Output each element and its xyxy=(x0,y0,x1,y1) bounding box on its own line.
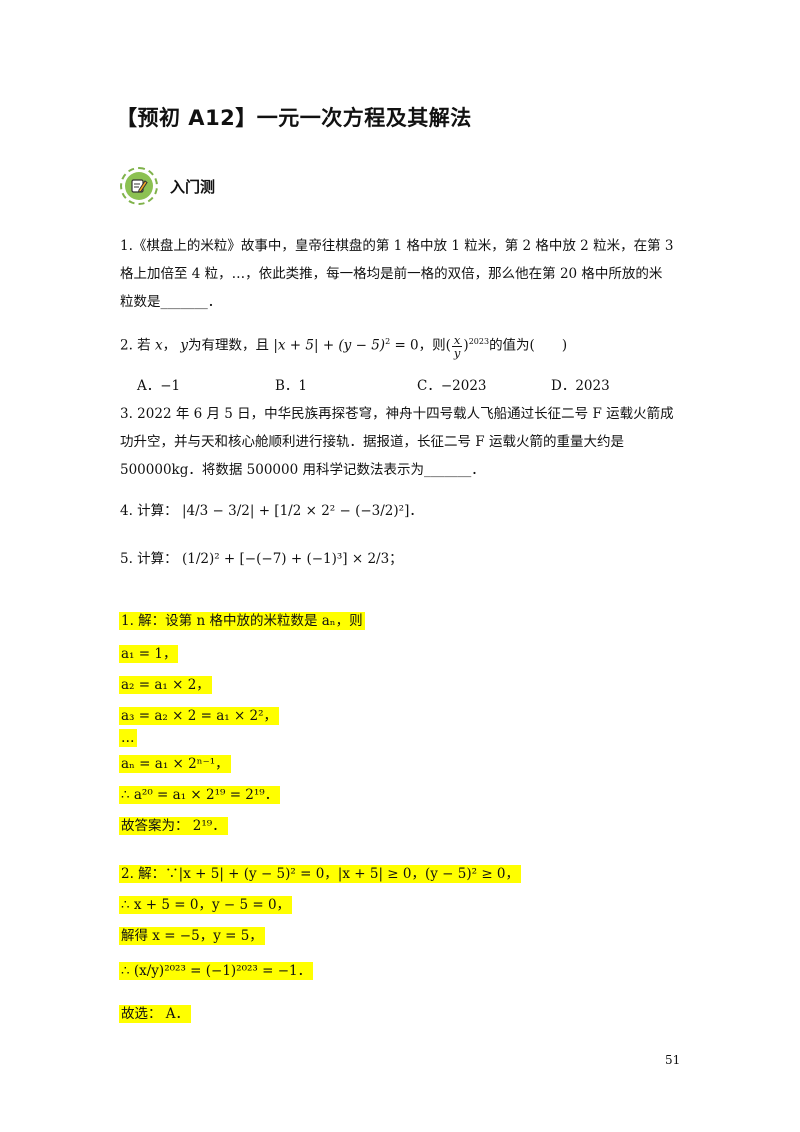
q1-line2: 格上加倍至 4 粒，…，依此类推，每一格均是前一格的双倍，那么他在第 20 格中… xyxy=(120,266,663,282)
option-b[interactable]: B．1 xyxy=(275,378,308,394)
answer1-intro: 1. 解：设第 n 格中放的米粒数是 aₙ，则 xyxy=(119,612,365,630)
answer2-line: ∴ (x/y)²⁰²³ = (−1)²⁰²³ = −1． xyxy=(119,962,314,980)
pencil-notebook-icon xyxy=(120,167,158,205)
answer1-line: … xyxy=(119,729,137,747)
option-c[interactable]: C．−2023 xyxy=(417,378,487,394)
answer2-line: ∴ x + 5 = 0，y − 5 = 0， xyxy=(119,896,293,914)
q3-line1: 3. 2022 年 6 月 5 日，中华民族再探苍穹，神舟十四号载人飞船通过长征… xyxy=(120,406,674,422)
q4-label: 4. 计算： xyxy=(120,503,178,519)
q1-line3: 粒数是_______． xyxy=(120,294,222,310)
q5-label: 5. 计算： xyxy=(120,551,178,567)
section-header: 入门测 xyxy=(120,165,215,207)
answer2-line: 2. 解：∵|x + 5| + (y − 5)² = 0，|x + 5| ≥ 0… xyxy=(119,865,522,883)
question-4: 4. 计算： |4/3 − 3/2| + [1/2 × 2² − (−3/2)²… xyxy=(120,497,685,525)
q3-line3: 500000kg．将数据 500000 用科学记数法表示为_______． xyxy=(120,462,485,478)
page-title: 【预初 A12】一元一次方程及其解法 xyxy=(116,106,472,130)
answer1-line: aₙ = a₁ × 2ⁿ⁻¹， xyxy=(119,755,231,773)
answer1-line: a₁ = 1， xyxy=(119,645,179,663)
page-number: 51 xyxy=(665,1053,681,1067)
q5-expression: (1/2)² + [−(−7) + (−1)³] × 2/3； xyxy=(181,551,403,567)
section-label: 入门测 xyxy=(170,177,216,196)
question-1: 1.《棋盘上的米粒》故事中，皇帝往棋盘的第 1 格中放 1 粒米，第 2 格中放… xyxy=(120,232,685,316)
option-d[interactable]: D．2023 xyxy=(551,378,610,394)
q2-condition: |x + 5| + (y − 5) xyxy=(273,337,386,354)
q1-line1: 1.《棋盘上的米粒》故事中，皇帝往棋盘的第 1 格中放 1 粒米，第 2 格中放… xyxy=(120,238,674,254)
answer1-line: a₃ = a₂ × 2 = a₁ × 2²， xyxy=(119,707,280,725)
question-3: 3. 2022 年 6 月 5 日，中华民族再探苍穹，神舟十四号载人飞船通过长征… xyxy=(120,400,685,484)
answer1-conclusion: 故答案为： 2¹⁹． xyxy=(119,817,228,835)
answer1-line: ∴ a²⁰ = a₁ × 2¹⁹ = 2¹⁹． xyxy=(119,786,281,804)
option-a[interactable]: A．−1 xyxy=(137,378,181,394)
q4-expression: |4/3 − 3/2| + [1/2 × 2² − (−3/2)²]． xyxy=(181,503,423,519)
question-5: 5. 计算： (1/2)² + [−(−7) + (−1)³] × 2/3； xyxy=(120,545,685,573)
answer1-line: a₂ = a₁ × 2， xyxy=(119,676,212,694)
answer2-conclusion: 故选： A． xyxy=(119,1005,192,1023)
answer2-line: 解得 x = −5，y = 5， xyxy=(119,927,265,945)
q3-line2: 功升空，并与天和核心舱顺利进行接轨．据报道，长征二号 F 运载火箭的重量大约是 xyxy=(120,434,624,450)
question-2: 2. 若 x， y为有理数，且 |x + 5| + (y − 5)2 = 0，则… xyxy=(120,332,568,360)
